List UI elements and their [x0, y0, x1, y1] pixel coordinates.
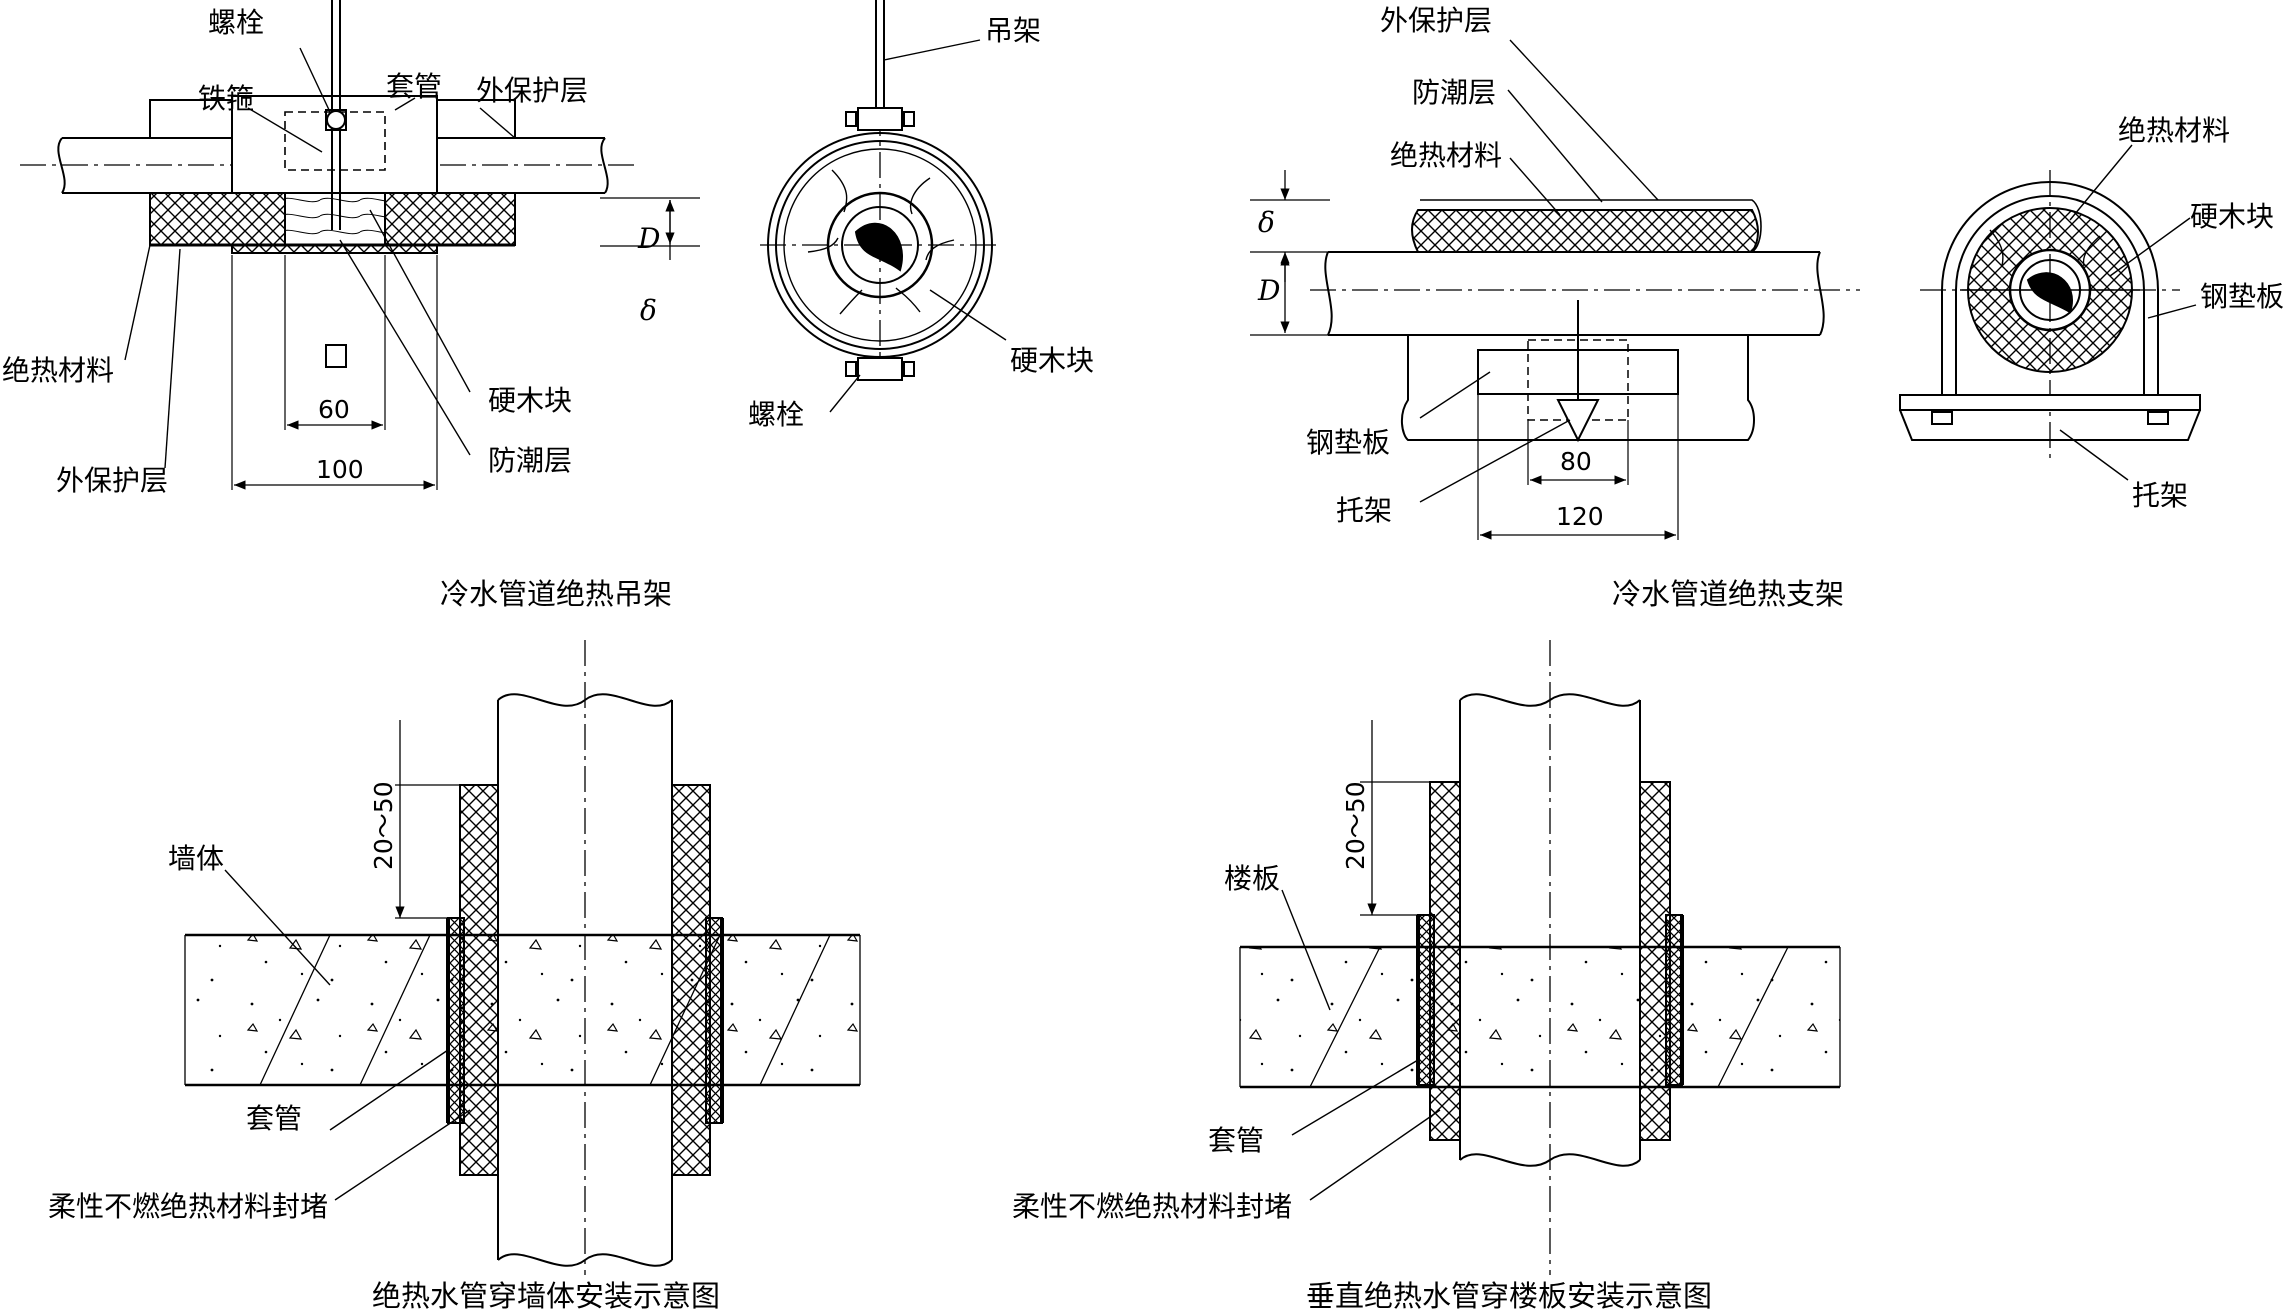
label-sleeve-floor: 套管	[1208, 1124, 1264, 1157]
caption-hanger: 冷水管道绝热吊架	[440, 577, 672, 611]
label-iron-hoop: 铁箍	[198, 82, 254, 115]
dim-D-support: D	[1257, 274, 1280, 307]
label-seal-wall: 柔性不燃绝热材料封堵	[48, 1190, 328, 1223]
label-bracket: 托架	[1336, 494, 1392, 527]
dim-60: 60	[318, 395, 350, 424]
support-section-view	[1899, 144, 2201, 481]
label-hardwood-circle: 硬木块	[1010, 344, 1094, 377]
label-moisture-barrier: 防潮层	[488, 444, 572, 477]
label-insulation: 绝热材料	[2, 354, 114, 387]
dim-gap-wall: 20～50	[369, 781, 398, 870]
label-bolt-top: 螺栓	[208, 6, 264, 39]
dim-gap-floor: 20～50	[1341, 781, 1370, 870]
label-insulation-support: 绝热材料	[1390, 139, 1502, 172]
dim-120: 120	[1556, 502, 1604, 531]
label-sleeve: 套管	[386, 70, 442, 103]
label-outer-layer-top: 外保护层	[476, 74, 588, 107]
dim-80: 80	[1560, 447, 1592, 476]
label-hardwood: 硬木块	[488, 384, 572, 417]
hanger-side-view	[20, 0, 700, 490]
label-hanger-rod: 吊架	[985, 14, 1041, 47]
label-moisture-barrier-support: 防潮层	[1412, 76, 1496, 109]
label-seal-floor: 柔性不燃绝热材料封堵	[1012, 1190, 1292, 1223]
label-hardwood-support: 硬木块	[2190, 200, 2274, 233]
caption-wall: 绝热水管穿墙体安装示意图	[372, 1279, 720, 1313]
label-bracket-circle: 托架	[2132, 479, 2188, 512]
caption-support: 冷水管道绝热支架	[1612, 577, 1844, 611]
label-outer-layer: 外保护层	[1380, 4, 1492, 37]
label-insulation-circle: 绝热材料	[2118, 114, 2230, 147]
label-wall: 墙体	[168, 842, 224, 875]
label-outer-layer-bottom: 外保护层	[56, 464, 168, 497]
label-sleeve-wall: 套管	[246, 1102, 302, 1135]
label-floor: 楼板	[1224, 862, 1280, 895]
dim-D: D	[637, 222, 660, 255]
label-steel-pad-circle: 钢垫板	[2200, 280, 2284, 313]
hanger-section-view	[760, 0, 1007, 413]
dim-delta-support: δ	[1258, 206, 1275, 239]
label-bolt-bottom: 螺栓	[748, 398, 804, 431]
dim-delta: δ	[640, 294, 657, 327]
support-side-view	[1250, 39, 1860, 540]
dim-100: 100	[316, 455, 364, 484]
wall-penetration-view	[184, 640, 861, 1275]
label-steel-pad: 钢垫板	[1306, 426, 1390, 459]
caption-floor: 垂直绝热水管穿楼板安装示意图	[1306, 1279, 1712, 1313]
floor-penetration-view	[1239, 640, 1841, 1275]
